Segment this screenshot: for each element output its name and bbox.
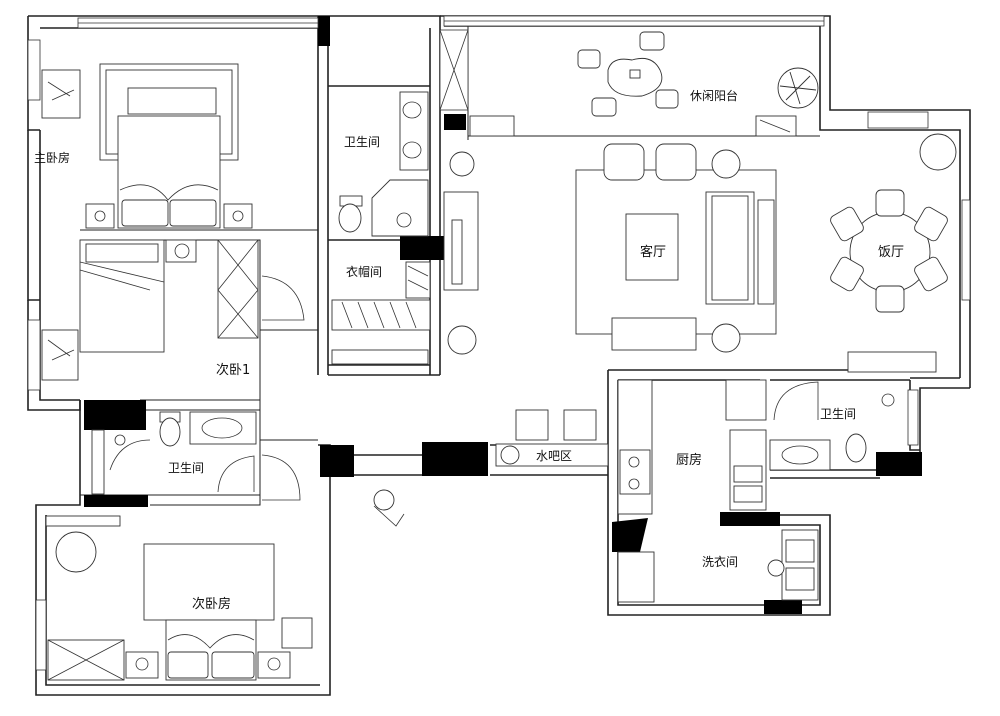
label-laundry: 洗衣间 (702, 554, 738, 569)
label-bathroom-master: 卫生间 (344, 135, 380, 149)
closet (331, 261, 431, 365)
label-bathroom-middle: 卫生间 (168, 461, 204, 475)
windows (27, 15, 971, 671)
living-room (443, 133, 957, 355)
label-dining-room: 饭厅 (878, 245, 904, 260)
laundry (373, 489, 819, 601)
label-bar-area: 水吧区 (536, 449, 572, 463)
dining-room (830, 189, 948, 373)
leisure-balcony (469, 31, 819, 137)
label-second-bedroom-1: 次卧1 (216, 362, 250, 378)
kitchen (495, 379, 767, 603)
label-bathroom-right: 卫生间 (820, 407, 856, 421)
label-kitchen: 厨房 (676, 452, 702, 468)
bathroom-middle (91, 411, 257, 495)
pillars (84, 16, 922, 614)
master-bedroom (41, 63, 253, 229)
label-master-bedroom: 主卧房 (34, 150, 70, 165)
label-living-room: 客厅 (640, 244, 666, 260)
bathroom-right (769, 381, 895, 471)
second-bedroom (45, 454, 313, 681)
bathroom-master (338, 91, 429, 237)
second-bedroom-1 (41, 239, 305, 381)
room-labels: 主卧房 卫生间 衣帽间 次卧1 卫生间 次卧房 休闲阳台 客厅 饭厅 卫生间 厨… (34, 88, 904, 612)
label-closet: 衣帽间 (346, 264, 382, 279)
label-leisure-balcony: 休闲阳台 (690, 88, 738, 103)
label-second-bedroom: 次卧房 (192, 596, 231, 612)
